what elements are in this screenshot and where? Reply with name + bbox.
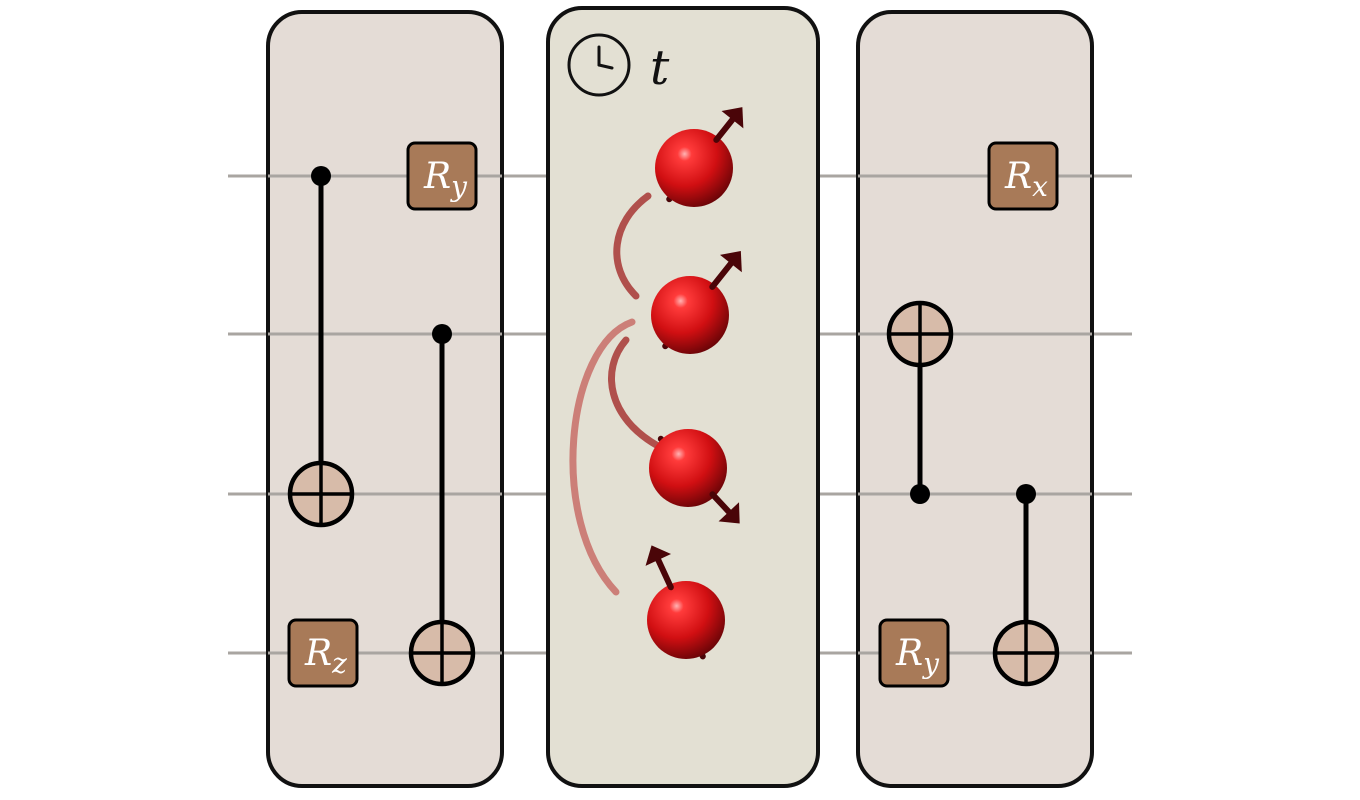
spin-sphere	[649, 429, 727, 507]
spin-coupling-arc	[569, 318, 636, 596]
control-dot	[311, 166, 331, 186]
gate-label: Rx	[1004, 156, 1048, 203]
gate-box	[406, 141, 478, 211]
spin-arrow-shaft	[709, 260, 734, 290]
rotation-gate-Rx: Rx	[987, 141, 1059, 211]
spin-arrow-shaft	[709, 491, 732, 515]
rotation-gate-Ry: Ry	[878, 618, 950, 688]
target-oplus	[287, 460, 355, 528]
spin-sphere	[655, 129, 733, 207]
cnot-gate	[886, 300, 954, 504]
target-oplus	[886, 300, 954, 368]
time-evolution-block	[546, 6, 820, 788]
gate-box	[878, 618, 950, 688]
spin-arrow-head	[721, 107, 744, 129]
spin-2	[651, 251, 742, 354]
spin-arrow-head	[718, 502, 740, 524]
cnot-gate	[992, 484, 1060, 687]
spin-arrow-head	[645, 545, 672, 566]
spin-sphere	[651, 276, 729, 354]
spin-coupling-arc	[613, 192, 652, 300]
spin-arrow-shaft	[713, 116, 736, 143]
target-oplus	[408, 619, 476, 687]
middle-block-content: t	[567, 33, 744, 660]
cnot-gate	[287, 166, 355, 528]
control-dot	[910, 484, 930, 504]
clock-icon	[567, 33, 631, 97]
control-dot	[1016, 484, 1036, 504]
rotation-gate-Rz: Rz	[287, 618, 359, 688]
spin-arrow-shaft	[655, 556, 674, 591]
gate-box	[287, 618, 359, 688]
spin-4	[645, 545, 725, 660]
time-label: t	[650, 40, 670, 96]
gate-box	[987, 141, 1059, 211]
spin-coupling-arc	[608, 336, 662, 450]
spin-1	[655, 107, 744, 207]
spin-sphere	[647, 581, 725, 659]
spin-3	[649, 429, 740, 524]
control-dot	[432, 324, 452, 344]
target-oplus	[992, 619, 1060, 687]
spin-arrow-head	[720, 251, 742, 273]
rotation-gate-Ry: Ry	[406, 141, 478, 211]
cnot-gate	[408, 324, 476, 687]
